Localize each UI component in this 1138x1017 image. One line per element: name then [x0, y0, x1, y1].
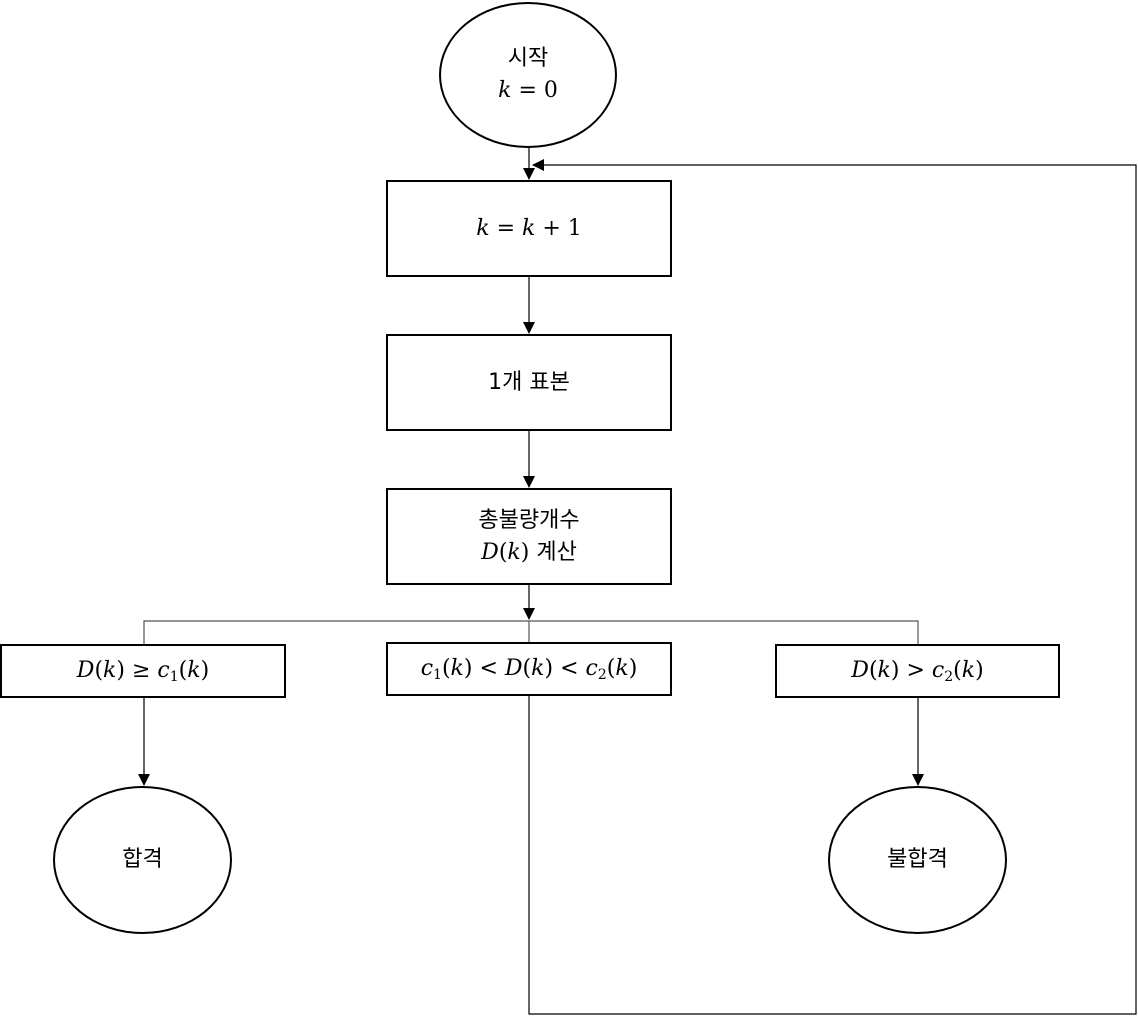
- start-equation: k = 0: [498, 78, 558, 103]
- sample-node: 1개 표본: [386, 334, 672, 431]
- reject-condition-expression: D(k) > c2(k): [851, 658, 984, 685]
- start-label: 시작: [507, 46, 549, 71]
- count-formula: D(k) 계산: [481, 537, 577, 569]
- sample-label: 1개 표본: [488, 369, 570, 395]
- count-label-2: 계산: [536, 539, 577, 565]
- continue-condition-expression: c1(k) < D(k) < c2(k): [420, 656, 638, 683]
- branch-line: [143, 620, 919, 644]
- accept-condition-expression: D(k) ≥ c1(k): [76, 658, 210, 685]
- reject-label: 불합격: [887, 847, 948, 872]
- start-node: 시작 k = 0: [439, 2, 617, 148]
- accept-node: 합격: [53, 786, 232, 934]
- continue-condition-node: c1(k) < D(k) < c2(k): [386, 642, 672, 696]
- reject-node: 불합격: [828, 786, 1007, 934]
- loop-back-line: [528, 159, 1137, 1015]
- reject-condition-node: D(k) > c2(k): [775, 644, 1060, 698]
- count-label: 총불량개수: [478, 507, 580, 533]
- accept-label: 합격: [122, 847, 163, 872]
- accept-condition-node: D(k) ≥ c1(k): [0, 644, 286, 698]
- count-node: 총불량개수 D(k) 계산: [386, 488, 672, 585]
- count-function: D(k): [481, 539, 530, 565]
- increment-node: k = k + 1: [386, 180, 672, 277]
- increment-equation: k = k + 1: [476, 215, 582, 241]
